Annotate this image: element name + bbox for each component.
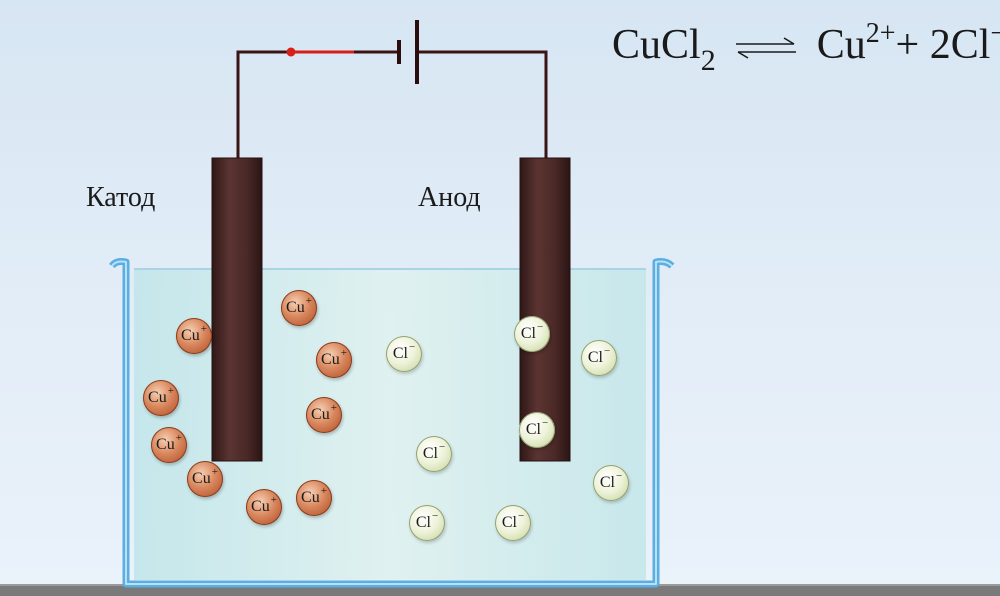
wire-cathode — [236, 50, 398, 160]
copper-ion: Cu+ — [316, 342, 352, 378]
equation-reactant: CuCl — [612, 22, 701, 68]
chloride-ion: Cl− — [386, 336, 422, 372]
equation-reactant-subscript: 2 — [700, 44, 716, 77]
chloride-ion: Cl− — [593, 465, 629, 501]
equation-cation-charge: 2+ — [865, 18, 896, 49]
chloride-ion: Cl− — [416, 436, 452, 472]
dissociation-equation: CuCl2 Cu2++ 2Cl− — [612, 20, 1000, 76]
copper-ion: Cu+ — [306, 397, 342, 433]
copper-ion: Cu+ — [176, 318, 212, 354]
wire-junction — [286, 47, 296, 57]
equation-cation: Cu — [816, 22, 866, 68]
equilibrium-arrows-icon — [736, 37, 797, 60]
chloride-ion: Cl− — [495, 505, 531, 541]
chloride-ion: Cl− — [581, 340, 617, 376]
anode-electrode — [519, 157, 571, 462]
cathode-label: Катод — [86, 182, 156, 213]
cathode-electrode — [211, 157, 263, 462]
copper-ion: Cu+ — [151, 427, 187, 463]
copper-ion: Cu+ — [246, 489, 282, 525]
copper-ion: Cu+ — [143, 380, 179, 416]
copper-ion: Cu+ — [281, 290, 317, 326]
chloride-ion: Cl− — [409, 505, 445, 541]
anode-label: Анод — [418, 182, 481, 213]
equation-anion-charge: − — [990, 18, 1000, 49]
copper-ion: Cu+ — [296, 480, 332, 516]
chloride-ion: Cl− — [514, 316, 550, 352]
copper-ion: Cu+ — [187, 461, 223, 497]
equation-anion: + 2Cl — [895, 22, 991, 68]
chloride-ion: Cl− — [519, 412, 555, 448]
wire-anode — [418, 50, 548, 160]
